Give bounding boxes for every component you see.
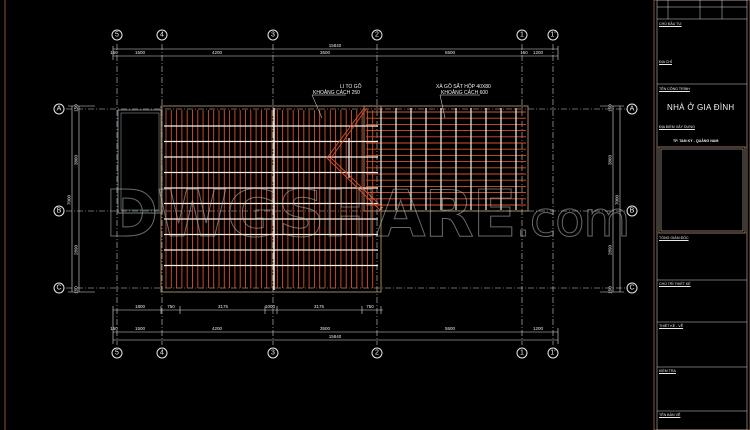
grid-bubble-C-right: C (626, 282, 638, 294)
top-dimension-lines (112, 46, 559, 60)
dim-bottom: 5500 (444, 326, 456, 331)
grid-bubble-1prime-top: 1' (547, 29, 559, 41)
right-dimension-lines (600, 105, 624, 293)
note-leaders (311, 94, 480, 119)
dim-bottom: 4200 (211, 326, 223, 331)
director-label: TỔNG GIÁM ĐỐC (659, 236, 689, 240)
title-block: CHỦ ĐẦU TƯ ĐỊA CHỈ TÊN CÔNG TRÌNH NHÀ Ở … (655, 0, 750, 430)
dim-right: 2890 (607, 244, 613, 256)
dim-top: 1500 (134, 50, 146, 55)
dim-bottom: 3175 (313, 304, 325, 309)
timber-rafters-left (165, 110, 374, 288)
location-value: TP. TAM KỲ - QUẢNG NAM (673, 139, 719, 143)
location-label: ĐỊA ĐIỂM XÂY DỰNG (659, 125, 695, 129)
drawing-name-label: TÊN BẢN VẼ (659, 413, 681, 417)
grid-bubble-C-left: C (53, 282, 65, 294)
dim-top: 1200 (532, 50, 544, 55)
dim-bottom: 150 (110, 326, 118, 331)
grid-bubble-3-top: 3 (267, 29, 279, 41)
note-steel-purlin-line2: KHOẢNG CÁCH 600 (441, 90, 488, 96)
note-timber-batten-line2: KHOẢNG CÁCH 250 (313, 90, 360, 96)
note-steel-purlin-line1: XÀ GỒ SẮT HỘP 40X80 (436, 84, 491, 90)
note-timber-batten-line1: LI TO GỖ (340, 84, 362, 90)
dim-top: 5500 (444, 50, 456, 55)
grid-bubble-1-top: 1 (516, 29, 528, 41)
designer-label: THIẾT KẾ - VẼ (659, 324, 684, 328)
project-label: TÊN CÔNG TRÌNH (659, 87, 690, 91)
dim-bottom: 750 (366, 304, 374, 309)
annex-outline (117, 109, 163, 214)
grid-bubble-B-right: B (626, 205, 638, 217)
grid-bubble-4-top: 4 (156, 29, 168, 41)
grid-bubble-1prime-bottom: 1' (547, 347, 559, 359)
grid-bubble-2-bottom: 2 (371, 347, 383, 359)
dim-right: 3860 (607, 154, 613, 166)
grid-bubble-A-left: A (53, 103, 65, 115)
steel-rafters-right (380, 108, 517, 210)
dim-bottom: 3175 (217, 304, 229, 309)
dim-bottom: 1800 (134, 304, 146, 309)
dim-top-total: 15840 (328, 43, 342, 48)
address-label: ĐỊA CHỈ (659, 60, 672, 64)
dim-right: 150 (607, 286, 613, 294)
dim-bottom: 1200 (532, 326, 544, 331)
dim-right: 150 (607, 104, 613, 112)
dim-bottom: 750 (167, 304, 175, 309)
dim-left: 7000 (66, 194, 72, 206)
dim-bottom: 1500 (134, 326, 146, 331)
bottom-dimension-lines (112, 306, 559, 344)
dim-left: 3860 (73, 154, 79, 166)
dim-left: 150 (73, 286, 79, 294)
dim-top: 150 (110, 50, 118, 55)
grid-bubble-2-top: 2 (371, 29, 383, 41)
grid-bubble-1-bottom: 1 (516, 347, 528, 359)
grid-bubble-5-top: 5 (111, 29, 123, 41)
project-name: NHÀ Ở GIA ĐÌNH (667, 103, 735, 112)
dim-top: 4200 (211, 50, 223, 55)
title-block-frame (653, 0, 750, 430)
dim-bottom: 3500 (319, 326, 331, 331)
dim-bottom-total: 15840 (328, 334, 342, 339)
dim-top: 150 (520, 50, 528, 55)
grid-bubble-4-bottom: 4 (156, 347, 168, 359)
vertical-grid-lines (116, 44, 554, 345)
design-lead-label: CHỦ TRÌ THIẾT KẾ (659, 282, 691, 286)
dim-left: 150 (73, 104, 79, 112)
grid-bubble-3-bottom: 3 (267, 347, 279, 359)
grid-bubble-5-bottom: 5 (111, 347, 123, 359)
dim-left: 2890 (73, 244, 79, 256)
owner-label: CHỦ ĐẦU TƯ (659, 22, 682, 26)
steel-purlins-right (366, 111, 526, 206)
grid-bubble-B-left: B (53, 205, 65, 217)
horizontal-grid-lines (66, 108, 628, 289)
dim-top: 3500 (319, 50, 331, 55)
dim-right: 7000 (614, 194, 620, 206)
checker-label: KIỂM TRA (659, 369, 676, 373)
hip-lines (326, 107, 384, 212)
dim-bottom: 1000 (264, 304, 276, 309)
left-dimension-lines (68, 105, 95, 293)
grid-bubble-A-right: A (626, 103, 638, 115)
